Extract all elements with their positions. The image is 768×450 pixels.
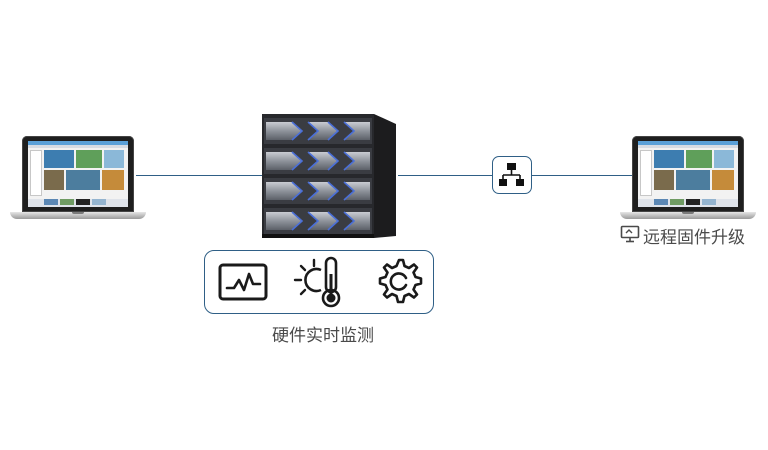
network-switch xyxy=(492,156,532,194)
hardware-monitor-panel xyxy=(204,250,434,314)
connection-left-laptop-to-server xyxy=(136,175,262,176)
pulse-chart-icon xyxy=(218,263,268,301)
laptop-base xyxy=(10,212,146,219)
connection-server-to-network xyxy=(398,175,492,176)
laptop-screen xyxy=(28,141,128,207)
laptop-base xyxy=(620,212,756,219)
monitor-icon xyxy=(620,225,640,243)
laptop-screen xyxy=(638,141,738,207)
laptop-notch xyxy=(682,212,694,214)
hardware-monitor-caption: 硬件实时监测 xyxy=(272,326,374,346)
temperature-icon xyxy=(293,256,341,308)
server-rack xyxy=(262,114,396,238)
laptop-notch xyxy=(72,212,84,214)
remote-upgrade-caption: 远程固件升级 xyxy=(643,228,745,248)
gear-icon xyxy=(378,258,423,304)
connection-network-to-right-laptop xyxy=(532,175,632,176)
network-switch-icon xyxy=(499,163,524,186)
